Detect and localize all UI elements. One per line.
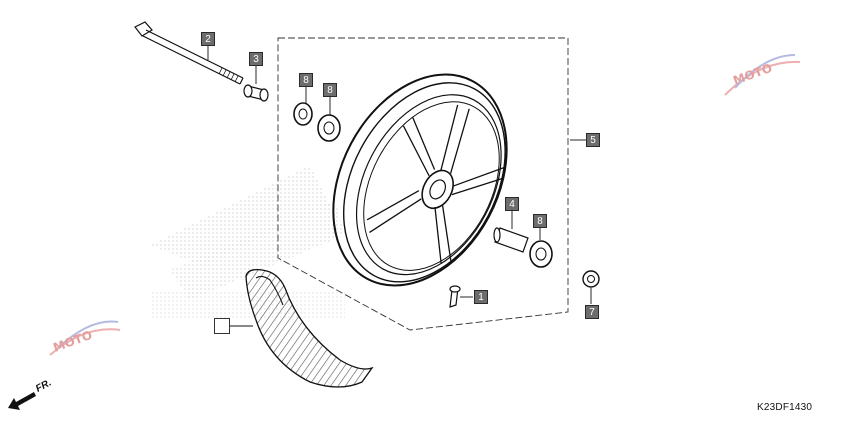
leader-lines — [207, 46, 592, 327]
figure-code: K23DF1430 — [757, 402, 813, 413]
svg-text:MOTO: MOTO — [51, 328, 94, 355]
moto-watermark-top-right: MOTO — [724, 54, 801, 96]
lower-bearing — [529, 240, 553, 268]
callout-part-5: 5 — [586, 133, 600, 147]
callout-tire — [214, 318, 230, 334]
callout-part-3: 3 — [249, 52, 263, 66]
callout-part-1: 1 — [474, 290, 488, 304]
callout-part-8-upper-right: 8 — [323, 83, 337, 97]
callout-part-7: 7 — [585, 305, 599, 319]
assembly-boundary — [277, 37, 569, 331]
front-wheel-rim — [332, 73, 508, 287]
callout-part-4: 4 — [505, 197, 519, 211]
tire-valve — [449, 285, 461, 308]
callout-part-8-upper-left: 8 — [299, 73, 313, 87]
moto-watermark-bottom-left: MOTO — [49, 320, 121, 356]
svg-text:MOTO: MOTO — [731, 61, 774, 88]
distance-collar — [493, 227, 529, 253]
callout-part-8-lower: 8 — [533, 214, 547, 228]
front-direction-arrow — [8, 392, 36, 410]
side-collar — [243, 84, 269, 102]
axle-nut — [582, 270, 600, 288]
upper-bearings — [293, 102, 341, 142]
watermark-logo — [150, 165, 345, 320]
tire-section — [245, 268, 374, 388]
callout-part-2: 2 — [201, 32, 215, 46]
axle-bolt — [134, 21, 244, 85]
